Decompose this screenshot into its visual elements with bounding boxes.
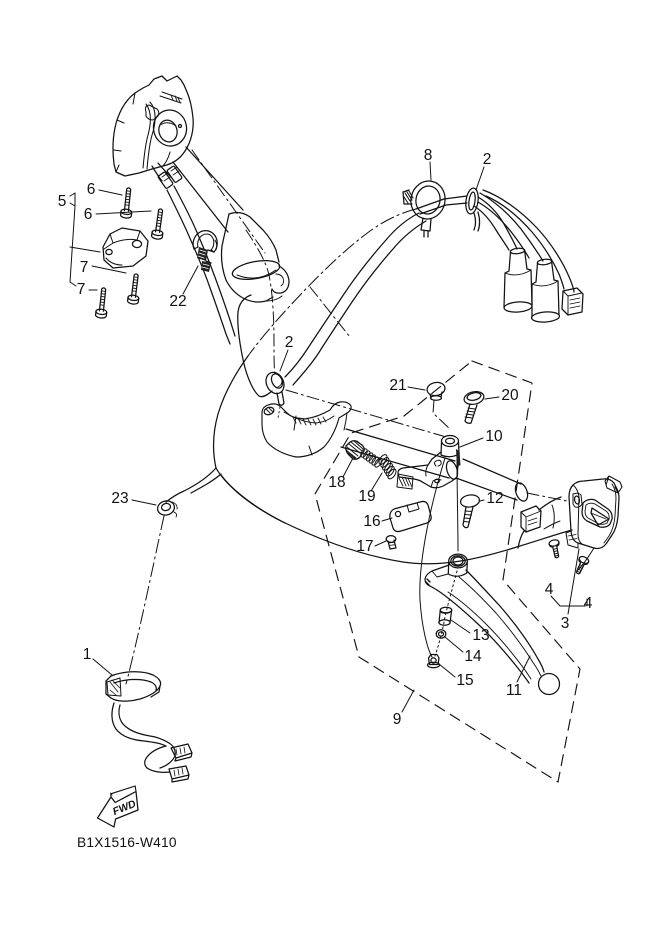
svg-text:2: 2 — [285, 334, 294, 351]
svg-text:17: 17 — [356, 538, 373, 555]
svg-text:6: 6 — [87, 181, 96, 198]
svg-text:19: 19 — [358, 488, 375, 505]
svg-text:12: 12 — [486, 490, 503, 507]
svg-text:21: 21 — [389, 377, 406, 394]
svg-text:3: 3 — [561, 615, 570, 632]
svg-text:10: 10 — [485, 428, 503, 445]
svg-text:18: 18 — [328, 474, 345, 491]
svg-text:22: 22 — [169, 293, 186, 310]
svg-text:16: 16 — [363, 513, 380, 530]
svg-text:7: 7 — [77, 281, 86, 298]
svg-text:B1X1516-W410: B1X1516-W410 — [77, 835, 177, 850]
svg-text:6: 6 — [84, 206, 93, 223]
svg-text:5: 5 — [58, 193, 67, 210]
svg-text:2: 2 — [483, 151, 492, 168]
svg-text:20: 20 — [501, 387, 519, 404]
svg-text:11: 11 — [506, 682, 522, 699]
svg-text:1: 1 — [83, 646, 92, 663]
svg-text:8: 8 — [424, 147, 433, 164]
svg-text:4: 4 — [584, 595, 593, 612]
svg-text:13: 13 — [472, 627, 489, 644]
svg-text:23: 23 — [111, 490, 128, 507]
svg-text:9: 9 — [393, 711, 402, 728]
svg-text:7: 7 — [80, 259, 89, 276]
svg-text:15: 15 — [456, 672, 473, 689]
svg-text:4: 4 — [545, 581, 554, 598]
svg-text:14: 14 — [464, 648, 482, 665]
